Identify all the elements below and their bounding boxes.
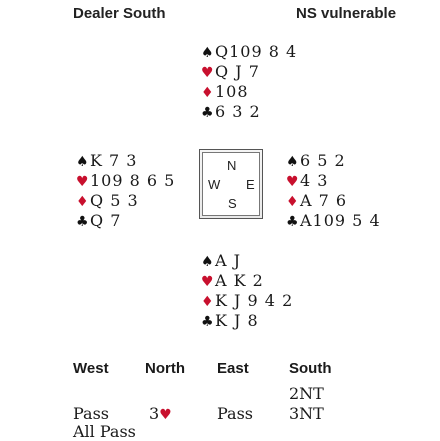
south-diamonds: ♦K J 9 4 2: [201, 293, 293, 313]
diamond-icon: ♦: [286, 194, 300, 210]
north-hearts-cards: Q J 7: [215, 62, 260, 81]
diamond-icon: ♦: [76, 194, 90, 210]
south-clubs: ♣K J 8: [201, 313, 293, 333]
south-clubs-cards: K J 8: [215, 311, 259, 330]
east-spades-cards: 6 5 2: [300, 151, 346, 170]
auction-header-north: North: [145, 360, 185, 377]
north-hand: ♠Q109 8 4 ♥Q J 7 ♦108 ♣6 3 2: [201, 44, 297, 124]
compass-south: S: [228, 196, 237, 211]
diamond-icon: ♦: [201, 294, 215, 310]
north-clubs-cards: 6 3 2: [215, 102, 261, 121]
east-hearts: ♥4 3: [286, 173, 381, 193]
east-diamonds-cards: A 7 6: [300, 191, 348, 210]
bid-west-3: All Pass: [73, 422, 136, 441]
club-icon: ♣: [201, 105, 215, 121]
east-clubs-cards: A109 5 4: [300, 211, 381, 230]
club-icon: ♣: [76, 214, 90, 230]
compass-east: E: [246, 177, 255, 192]
east-hand: ♠6 5 2 ♥4 3 ♦A 7 6 ♣A109 5 4: [286, 153, 381, 233]
dealer-label: Dealer South: [73, 5, 166, 22]
heart-icon: ♥: [201, 65, 215, 81]
north-clubs: ♣6 3 2: [201, 104, 297, 124]
south-hearts: ♥A K 2: [201, 273, 293, 293]
compass-west: W: [208, 177, 221, 192]
bid-west-2: Pass: [73, 404, 110, 423]
bid-south-2: 3NT: [289, 404, 324, 423]
club-icon: ♣: [201, 314, 215, 330]
west-hearts-cards: 109 8 6 5: [90, 171, 176, 190]
north-spades-cards: Q109 8 4: [215, 42, 298, 61]
west-diamonds-cards: Q 5 3: [90, 191, 139, 210]
west-hand: ♠K 7 3 ♥109 8 6 5 ♦Q 5 3 ♣Q 7: [76, 153, 175, 233]
north-hearts: ♥Q J 7: [201, 64, 297, 84]
north-spades: ♠Q109 8 4: [201, 44, 297, 64]
vulnerability-label: NS vulnerable: [296, 5, 397, 22]
west-diamonds: ♦Q 5 3: [76, 193, 175, 213]
east-spades: ♠6 5 2: [286, 153, 381, 173]
west-clubs-cards: Q 7: [90, 211, 122, 230]
auction-header-south: South: [289, 360, 332, 377]
south-hearts-cards: A K 2: [215, 271, 264, 290]
spade-icon: ♠: [76, 154, 90, 170]
heart-icon: ♥: [76, 174, 90, 190]
club-icon: ♣: [286, 214, 300, 230]
compass-inner: N W E S: [202, 152, 260, 216]
east-diamonds: ♦A 7 6: [286, 193, 381, 213]
east-hearts-cards: 4 3: [300, 171, 329, 190]
spade-icon: ♠: [201, 45, 215, 61]
auction-header-east: East: [217, 360, 249, 377]
heart-icon: ♥: [159, 407, 172, 423]
north-diamonds-cards: 108: [215, 82, 249, 101]
heart-icon: ♥: [286, 174, 300, 190]
heart-icon: ♥: [201, 274, 215, 290]
diamond-icon: ♦: [201, 85, 215, 101]
bid-east-2: Pass: [217, 404, 254, 423]
west-hearts: ♥109 8 6 5: [76, 173, 175, 193]
north-diamonds: ♦108: [201, 84, 297, 104]
south-spades: ♠A J: [201, 253, 293, 273]
south-hand: ♠A J ♥A K 2 ♦K J 9 4 2 ♣K J 8: [201, 253, 293, 333]
south-diamonds-cards: K J 9 4 2: [215, 291, 294, 310]
bid-north-2: 3♥: [149, 404, 172, 423]
bid-south-1: 2NT: [289, 384, 324, 403]
bid-north-level: 3: [149, 404, 160, 423]
west-spades-cards: K 7 3: [90, 151, 138, 170]
compass-box: N W E S: [199, 149, 263, 219]
auction-header-west: West: [73, 360, 109, 377]
spade-icon: ♠: [201, 254, 215, 270]
west-clubs: ♣Q 7: [76, 213, 175, 233]
spade-icon: ♠: [286, 154, 300, 170]
south-spades-cards: A J: [215, 251, 242, 270]
east-clubs: ♣A109 5 4: [286, 213, 381, 233]
compass-north: N: [227, 158, 237, 173]
west-spades: ♠K 7 3: [76, 153, 175, 173]
